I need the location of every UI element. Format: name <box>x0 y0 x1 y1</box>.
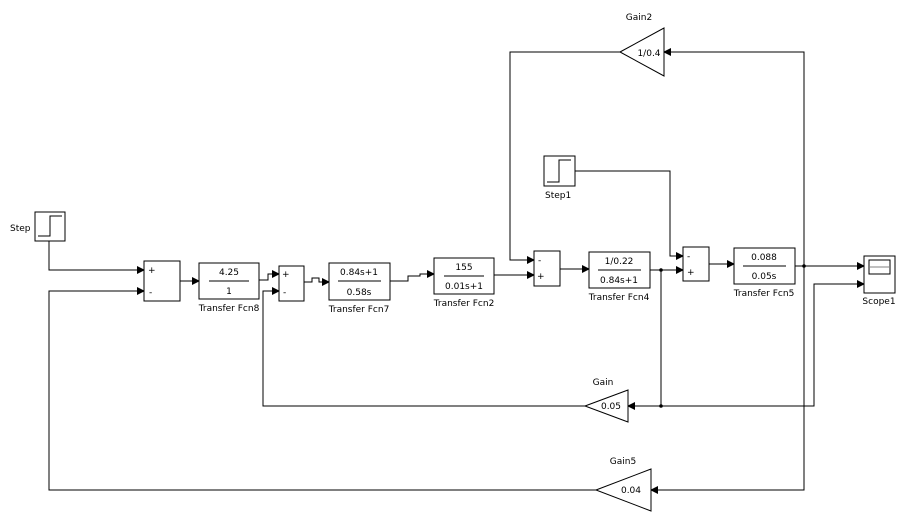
tf7-denominator: 0.58s <box>347 288 372 298</box>
scope1-label: Scope1 <box>862 297 895 307</box>
sum2-sign-1: + <box>282 270 290 280</box>
tf5-label: Transfer Fcn5 <box>733 289 795 299</box>
scope1-block[interactable]: Scope1 <box>862 255 896 307</box>
step1-label: Step1 <box>545 191 571 201</box>
gain5-value: 0.04 <box>621 486 641 496</box>
step-label: Step <box>10 224 31 234</box>
tf5-denominator: 0.05s <box>752 272 777 282</box>
gain-label: Gain <box>593 378 614 388</box>
gain5-label: Gain5 <box>610 457 636 467</box>
step-icon <box>547 159 571 183</box>
tf8-denominator: 1 <box>226 287 232 297</box>
tf7-numerator: 0.84s+1 <box>340 268 378 278</box>
sum3-block[interactable]: - + <box>533 250 561 287</box>
wire-gain2-sum3 <box>509 51 620 264</box>
wire-tf5-gain5 <box>650 266 805 494</box>
tf2-denominator: 0.01s+1 <box>445 282 483 292</box>
transfer-fcn5-block[interactable]: 0.088 0.05s Transfer Fcn5 <box>733 247 796 299</box>
junction-dot <box>802 264 806 268</box>
tf8-label: Transfer Fcn8 <box>198 304 260 314</box>
wire-tf8-sum2 <box>259 270 280 281</box>
transfer-fcn2-block[interactable]: 155 0.01s+1 Transfer Fcn2 <box>433 257 495 309</box>
tf4-label: Transfer Fcn4 <box>588 293 650 303</box>
junction-dot <box>659 404 663 408</box>
transfer-fcn7-block[interactable]: 0.84s+1 0.58s Transfer Fcn7 <box>328 262 391 315</box>
step-block[interactable]: Step <box>10 211 66 242</box>
sum1-block[interactable]: + - <box>143 260 181 302</box>
sum4-sign-1: - <box>687 252 690 262</box>
sum4-sign-2: + <box>687 268 695 278</box>
gain-block[interactable]: 0.05 Gain <box>583 378 629 423</box>
sum2-block[interactable]: + - <box>278 265 305 302</box>
sum4-block[interactable]: - + <box>682 246 710 282</box>
wires <box>48 48 865 494</box>
gain2-block[interactable]: 1/0.4 Gain2 <box>618 13 665 77</box>
step-icon <box>38 215 62 237</box>
junction-dot <box>659 268 663 272</box>
tf2-label: Transfer Fcn2 <box>433 299 495 309</box>
wire-tf7-tf2 <box>390 270 435 282</box>
step1-block[interactable]: Step1 <box>543 155 576 201</box>
gain-value: 0.05 <box>601 402 621 412</box>
sum1-sign-1: + <box>148 266 156 276</box>
transfer-fcn8-block[interactable]: 4.25 1 Transfer Fcn8 <box>198 262 260 314</box>
wire-sum2-tf7 <box>304 277 330 286</box>
gain2-label: Gain2 <box>626 13 652 23</box>
sum3-sign-2: + <box>537 272 545 282</box>
gain2-value: 1/0.4 <box>637 49 660 59</box>
transfer-fcn4-block[interactable]: 1/0.22 0.84s+1 Transfer Fcn4 <box>588 251 651 303</box>
tf4-denominator: 0.84s+1 <box>600 276 638 286</box>
wire-tf4-gain <box>627 270 662 410</box>
wire-tf4-scope1 <box>661 280 865 407</box>
sum2-sign-2: - <box>283 288 286 298</box>
tf7-label: Transfer Fcn7 <box>328 305 390 315</box>
tf8-numerator: 4.25 <box>219 268 239 278</box>
wire-step1-sum4 <box>575 170 684 260</box>
wire-gain-sum2 <box>262 287 585 407</box>
wire-gain5-sum1 <box>48 287 596 491</box>
gain5-block[interactable]: 0.04 Gain5 <box>594 457 652 512</box>
sum1-sign-2: - <box>149 288 152 298</box>
wire-tf5-gain2 <box>663 48 805 266</box>
tf2-numerator: 155 <box>455 263 472 273</box>
tf5-numerator: 0.088 <box>751 253 777 263</box>
wire-step-sum1 <box>48 241 145 274</box>
tf4-numerator: 1/0.22 <box>605 257 634 267</box>
sum3-sign-1: - <box>538 256 541 266</box>
